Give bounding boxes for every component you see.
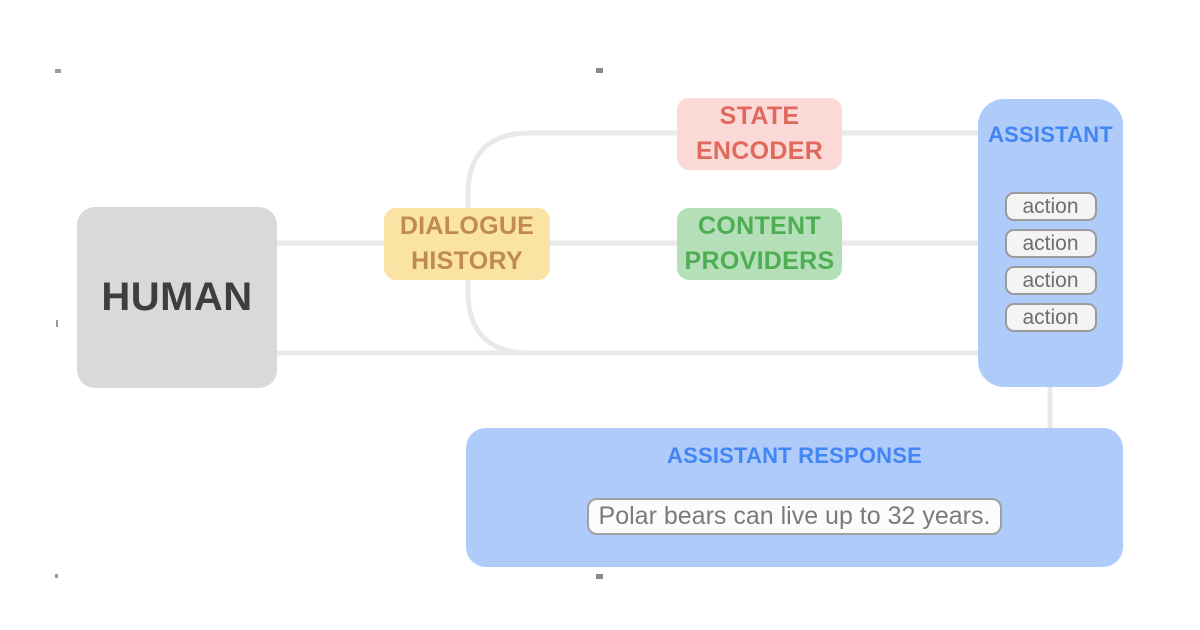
node-content-providers-label: CONTENT PROVIDERS <box>684 212 835 275</box>
action-pill: action <box>1004 229 1097 258</box>
assistant-action-list: action action action action <box>1004 192 1097 332</box>
panel-assistant: ASSISTANT action action action action <box>978 99 1123 387</box>
assistant-response-title: ASSISTANT RESPONSE <box>666 443 922 468</box>
artifact-speck <box>55 69 61 73</box>
node-content-providers: CONTENT PROVIDERS <box>677 208 842 280</box>
artifact-speck <box>596 68 603 73</box>
assistant-title: ASSISTANT <box>988 122 1113 147</box>
artifact-speck <box>56 320 58 327</box>
assistant-response-message: Polar bears can live up to 32 years. <box>586 498 1003 535</box>
node-state-encoder-label: STATE ENCODER <box>695 102 824 165</box>
artifact-speck <box>55 574 58 578</box>
node-state-encoder: STATE ENCODER <box>677 98 842 170</box>
node-dialogue-history-label: DIALOGUE HISTORY <box>399 212 535 275</box>
action-pill: action <box>1004 266 1097 295</box>
artifact-speck <box>596 574 603 579</box>
node-human-label: HUMAN <box>101 275 253 319</box>
node-dialogue-history: DIALOGUE HISTORY <box>384 208 550 280</box>
action-pill: action <box>1004 192 1097 221</box>
node-human: HUMAN <box>77 207 277 388</box>
action-pill: action <box>1004 303 1097 332</box>
connector-dialogue-branch-to-state-encoder <box>465 130 978 356</box>
panel-assistant-response: ASSISTANT RESPONSE Polar bears can live … <box>466 428 1123 567</box>
